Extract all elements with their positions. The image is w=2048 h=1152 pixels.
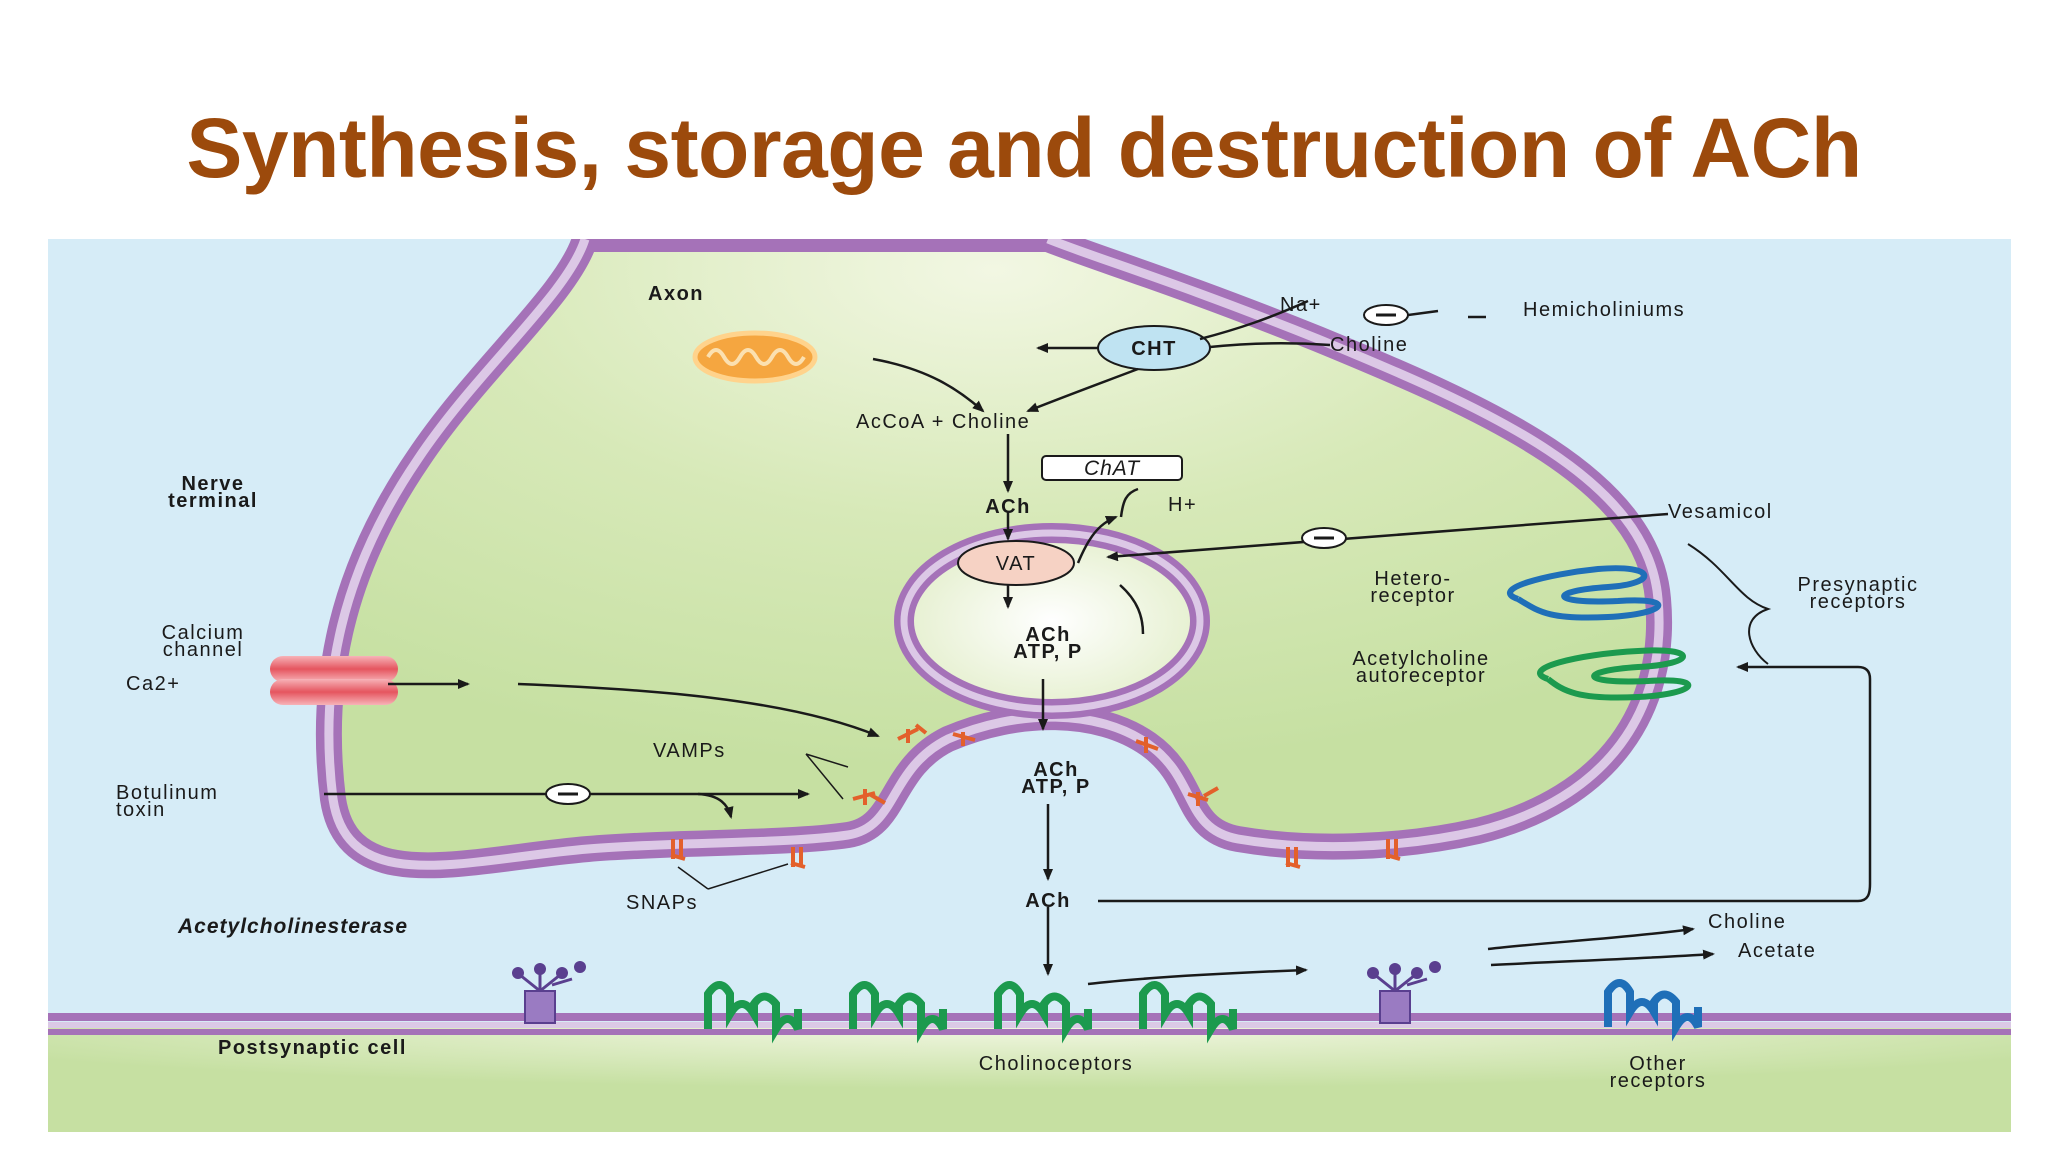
presynaptic-receptors-label-1: Presynaptic	[1798, 574, 1919, 596]
choline-product-label: Choline	[1708, 911, 1786, 933]
chat-box	[1041, 455, 1183, 481]
other-receptors-label-2: receptors	[1610, 1070, 1707, 1092]
hetero-receptor-label-1: Hetero-	[1374, 568, 1451, 590]
cholinoceptor-icon	[704, 981, 802, 1044]
postsynaptic-cytoplasm	[48, 1024, 2011, 1132]
other-receptors-label-1: Other	[1629, 1053, 1687, 1075]
fusion-content-label-2: ATP, P	[1021, 776, 1090, 798]
calcium-channel-label-1: Calcium	[162, 622, 245, 644]
cholinoceptor-icon	[994, 981, 1092, 1044]
nerve-terminal-label-2: terminal	[168, 490, 258, 512]
botulinum-toxin-label-1: Botulinum	[116, 782, 218, 804]
acetylcholinesterase-label: Acetylcholinesterase	[177, 915, 408, 938]
ach-cleft-label: ACh	[1025, 890, 1071, 912]
fusion-content-label-1: ACh	[1033, 759, 1079, 781]
inhibition-minus-icon	[1363, 304, 1409, 326]
vesicle-content-label-2: ATP, P	[1013, 641, 1082, 663]
na-label: Na+	[1280, 294, 1322, 316]
vesamicol-label: Vesamicol	[1668, 501, 1773, 523]
vesicle-content-label-1: ACh	[1025, 624, 1071, 646]
acetylcholinesterase-icon	[512, 961, 586, 1024]
calcium-channel-icon	[270, 656, 398, 705]
snare-protein-icon	[670, 723, 1401, 869]
botulinum-toxin-label-2: toxin	[116, 799, 166, 821]
acetylcholine-autoreceptor-icon	[1537, 647, 1691, 701]
cholinoceptor-icon	[1139, 981, 1237, 1044]
postsynaptic-cell-label: Postsynaptic cell	[218, 1037, 407, 1059]
vamps-label: VAMPs	[653, 740, 726, 762]
hetero-receptor-label-2: receptor	[1370, 585, 1455, 607]
acetate-product-label: Acetate	[1738, 940, 1816, 962]
inhibition-minus-icon	[545, 783, 591, 805]
cht-transporter: CHT	[1097, 325, 1211, 371]
autoreceptor-label-1: Acetylcholine	[1352, 648, 1489, 670]
vat-transporter: VAT	[957, 540, 1075, 586]
mitochondrion-icon	[692, 330, 818, 384]
nerve-terminal-label-1: Nerve	[181, 473, 244, 495]
ach-synthesized-label: ACh	[985, 496, 1031, 518]
hetero-receptor-icon	[1507, 565, 1661, 621]
presynaptic-receptors-label-2: receptors	[1810, 591, 1907, 613]
cht-label: CHT	[1131, 338, 1177, 360]
choline-uptake-label: Choline	[1330, 334, 1408, 356]
autoreceptor-label-2: autoreceptor	[1356, 665, 1486, 687]
snaps-label: SNAPs	[626, 892, 698, 914]
cholinoceptor-icon	[849, 981, 947, 1044]
vat-label: VAT	[996, 553, 1036, 575]
calcium-channel-label-2: channel	[163, 639, 244, 661]
other-receptor-icon	[1604, 979, 1702, 1042]
accoa-choline-label: AcCoA + Choline	[856, 411, 1030, 433]
diagram-canvas: CHT VAT ChAT	[48, 226, 2011, 1132]
ach-synapse-diagram: CHT VAT ChAT	[48, 226, 2011, 1132]
h-plus-label: H+	[1168, 494, 1197, 516]
chat-label: ChAT	[1084, 457, 1141, 480]
inhibition-minus-icon	[1301, 527, 1347, 549]
slide-title: Synthesis, storage and destruction of AC…	[186, 101, 1862, 195]
axon-label: Axon	[648, 283, 704, 305]
cholinoceptors-label: Cholinoceptors	[979, 1053, 1133, 1075]
acetylcholinesterase-icon	[1367, 961, 1441, 1024]
hemicholiniums-label: Hemicholiniums	[1523, 299, 1685, 321]
calcium-ion-label: Ca2+	[126, 673, 180, 695]
cholinoceptors-group	[704, 981, 1237, 1044]
